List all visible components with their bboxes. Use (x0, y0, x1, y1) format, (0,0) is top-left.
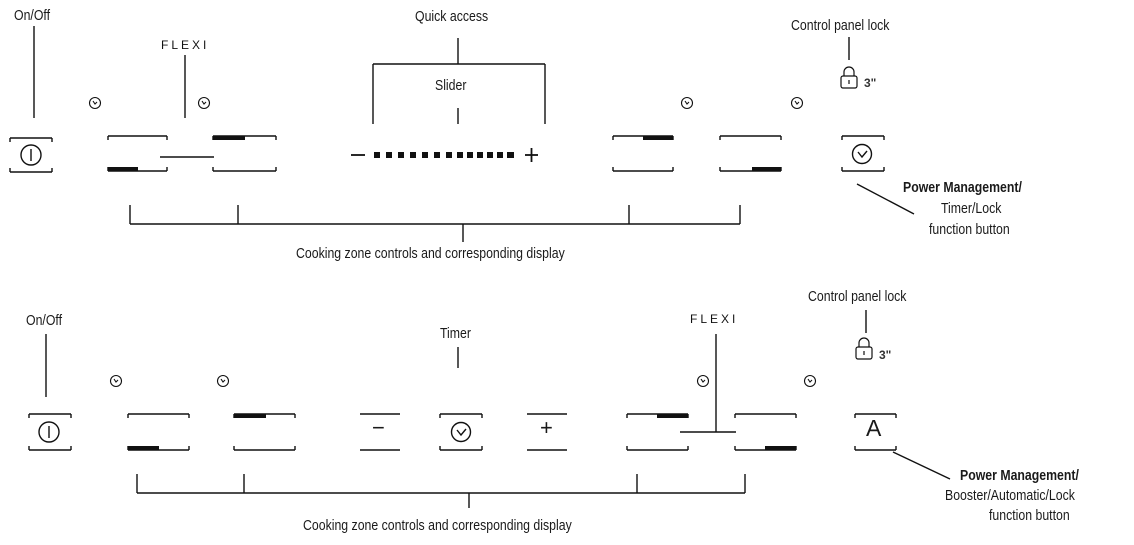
on-off-button-2[interactable] (28, 413, 72, 451)
zone-1-level-bar (108, 167, 138, 171)
power-mgmt-leader-2 (892, 451, 951, 480)
lock-icon (855, 337, 873, 360)
on-off-label: On/Off (14, 7, 51, 24)
power-mgmt-line2: Timer/Lock (941, 200, 1002, 217)
power-mgmt-title: Power Management/ (903, 179, 1022, 196)
timer-clock-button[interactable] (439, 413, 483, 451)
power-icon (38, 421, 60, 443)
clock-icon (450, 421, 472, 443)
slider[interactable] (351, 148, 538, 162)
zone-7-level-bar (657, 414, 688, 418)
quick-access-label: Quick access (415, 8, 489, 25)
slider-segments (374, 152, 514, 158)
zone-6-level-bar (234, 414, 266, 418)
timer-lock-button[interactable] (841, 135, 885, 172)
zone-display-7[interactable] (626, 413, 689, 451)
flexi-label-2: FLEXI (690, 312, 739, 326)
zone-timer-icon (109, 374, 817, 388)
lock-time-label-2: 3" (879, 348, 892, 362)
lock-time-label: 3" (864, 76, 877, 90)
timer-plus-glyph: + (540, 415, 553, 440)
zone-4-level-bar (752, 167, 781, 171)
timer-minus-glyph: − (372, 415, 385, 440)
power-icon (20, 144, 42, 166)
zone-display-1[interactable] (107, 135, 168, 172)
power-mgmt-title-2: Power Management/ (960, 467, 1079, 484)
auto-button[interactable] (854, 413, 897, 451)
zone-display-6[interactable] (233, 413, 296, 451)
power-mgmt-line3-2: function button (989, 507, 1070, 524)
zone-display-5[interactable] (127, 413, 190, 451)
timer-minus-button[interactable] (360, 413, 400, 451)
control-panel-lock-label-2: Control panel lock (808, 288, 907, 305)
clock-icon (851, 143, 873, 165)
on-off-button[interactable] (9, 137, 53, 173)
zone-2-level-bar (213, 136, 245, 140)
zone-3-level-bar (643, 136, 673, 140)
zone-8-level-bar (765, 446, 796, 450)
timer-plus-button[interactable] (527, 413, 567, 451)
zone-5-level-bar (128, 446, 159, 450)
zone-display-8[interactable] (734, 413, 797, 451)
timer-label: Timer (440, 325, 471, 342)
zone-display-3[interactable] (612, 135, 674, 172)
power-mgmt-line2-2: Booster/Automatic/Lock (945, 487, 1075, 504)
flexi-label: FLEXI (161, 38, 210, 52)
power-mgmt-leader (856, 183, 915, 215)
zones-caption: Cooking zone controls and corresponding … (296, 245, 565, 262)
power-mgmt-line3: function button (929, 221, 1010, 238)
lock-icon (840, 66, 858, 89)
zone-display-2[interactable] (212, 135, 277, 172)
zones-caption-2: Cooking zone controls and corresponding … (303, 517, 572, 534)
zone-display-4[interactable] (719, 135, 782, 172)
on-off-label-2: On/Off (26, 312, 63, 329)
slider-label: Slider (435, 77, 467, 94)
control-panel-lock-label: Control panel lock (791, 17, 890, 34)
auto-button-glyph: A (866, 415, 882, 441)
zone-timer-icon (88, 96, 804, 110)
